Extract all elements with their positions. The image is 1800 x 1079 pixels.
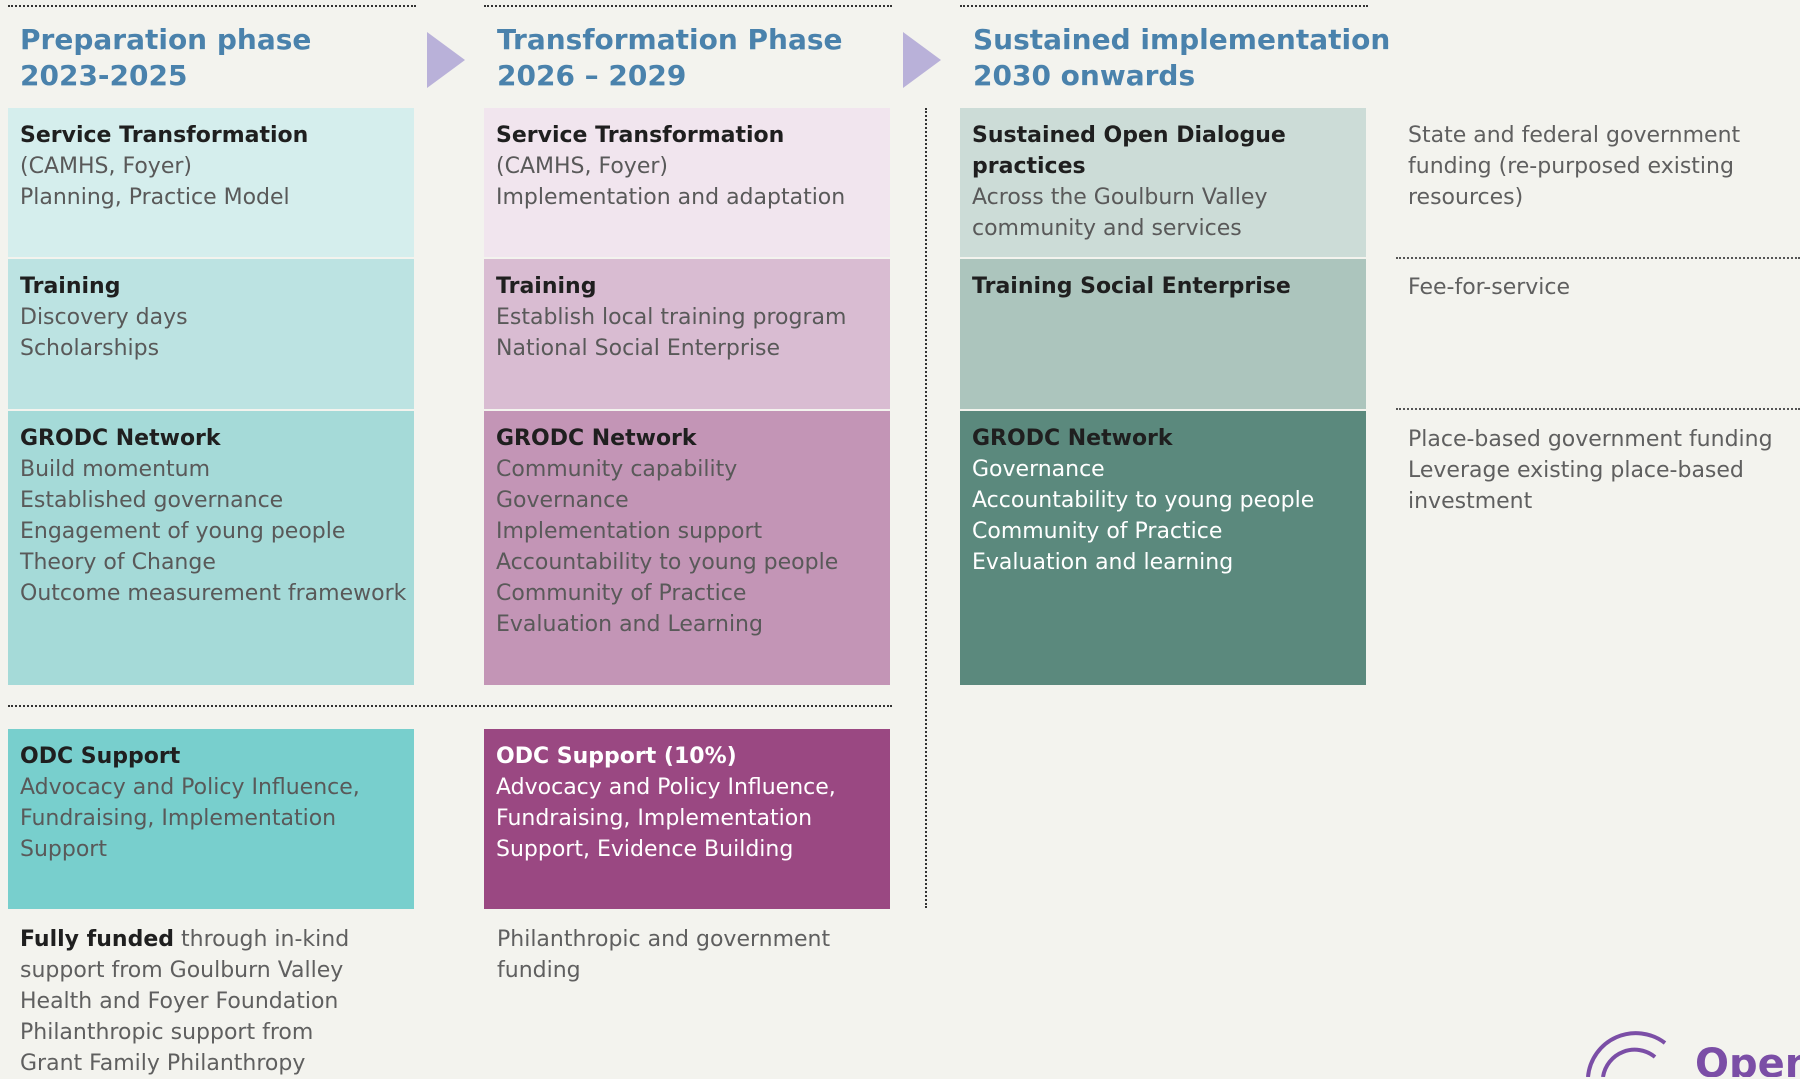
logo-text: Open bbox=[1695, 1041, 1800, 1077]
box-line: Community capability bbox=[496, 457, 738, 482]
funding-note-network: Place-based government funding Leverage … bbox=[1408, 427, 1773, 514]
prep-training-box: Training Discovery days Scholarships bbox=[8, 259, 414, 409]
box-line: Build momentum bbox=[20, 457, 211, 482]
box-title: practices bbox=[972, 154, 1086, 179]
top-divider-transformation bbox=[484, 5, 892, 7]
box-line: Community of Practice bbox=[972, 519, 1223, 544]
open-dialogue-logo: Open bbox=[1585, 1025, 1800, 1077]
box-line: Implementation and adaptation bbox=[496, 185, 846, 210]
box-line: Evaluation and Learning bbox=[496, 612, 763, 637]
sust-training-box: Training Social Enterprise bbox=[960, 259, 1366, 409]
box-title: Training bbox=[20, 274, 121, 299]
trans-service-box: Service Transformation (CAMHS, Foyer) Im… bbox=[484, 108, 890, 257]
box-line: Implementation support bbox=[496, 519, 763, 544]
prep-funding-note: Fully funded through in-kind support fro… bbox=[20, 927, 350, 1076]
phase-arrow-icon bbox=[903, 32, 941, 88]
box-title: Service Transformation bbox=[20, 123, 309, 148]
box-line: Established governance bbox=[20, 488, 284, 513]
logo-arcs-icon: Open bbox=[1586, 1031, 1800, 1077]
box-line: Accountability to young people bbox=[496, 550, 839, 575]
odc-divider bbox=[8, 705, 892, 707]
box-line: Engagement of young people bbox=[20, 519, 346, 544]
box-line: Advocacy and Policy Influence, bbox=[20, 775, 360, 800]
top-divider-sustained bbox=[960, 5, 1368, 7]
box-line: (CAMHS, Foyer) bbox=[496, 154, 668, 179]
funding-bold: Fully funded bbox=[20, 927, 174, 952]
box-line: Governance bbox=[496, 488, 629, 513]
top-divider-preparation bbox=[8, 5, 416, 7]
box-title: GRODC Network bbox=[496, 426, 697, 451]
box-line: Discovery days bbox=[20, 305, 188, 330]
prep-service-box: Service Transformation (CAMHS, Foyer) Pl… bbox=[8, 108, 414, 257]
phase-arrow-icon bbox=[427, 32, 465, 88]
box-line: Support, Evidence Building bbox=[496, 837, 794, 862]
box-line: Fundraising, Implementation bbox=[496, 806, 813, 831]
box-line: National Social Enterprise bbox=[496, 336, 781, 361]
box-line: Fundraising, Implementation bbox=[20, 806, 337, 831]
prep-odc-box: ODC Support Advocacy and Policy Influenc… bbox=[8, 729, 414, 909]
box-line: (CAMHS, Foyer) bbox=[20, 154, 192, 179]
box-title: ODC Support (10%) bbox=[496, 744, 737, 769]
funding-note-training: Fee-for-service bbox=[1408, 275, 1571, 300]
box-title: Training bbox=[496, 274, 597, 299]
box-line: Scholarships bbox=[20, 336, 160, 361]
box-line: Governance bbox=[972, 457, 1105, 482]
funding-divider bbox=[1396, 408, 1800, 410]
trans-funding-note: Philanthropic and government funding bbox=[497, 927, 831, 983]
box-line: Advocacy and Policy Influence, bbox=[496, 775, 836, 800]
box-title: GRODC Network bbox=[20, 426, 221, 451]
phase-vertical-divider bbox=[925, 108, 927, 908]
box-title: Training Social Enterprise bbox=[972, 274, 1291, 299]
box-title: Service Transformation bbox=[496, 123, 785, 148]
box-line: Support bbox=[20, 837, 107, 862]
box-title: GRODC Network bbox=[972, 426, 1173, 451]
box-title: ODC Support bbox=[20, 744, 181, 769]
box-line: Evaluation and learning bbox=[972, 550, 1234, 575]
box-line: Accountability to young people bbox=[972, 488, 1315, 513]
funding-first-rest: through in-kind bbox=[174, 927, 350, 952]
funding-note-service: State and federal government funding (re… bbox=[1408, 123, 1741, 210]
box-line: Community of Practice bbox=[496, 581, 747, 606]
funding-divider bbox=[1396, 257, 1800, 259]
sust-service-box: Sustained Open Dialogue practices Across… bbox=[960, 108, 1366, 257]
sust-network-box: GRODC Network Governance Accountability … bbox=[960, 411, 1366, 685]
trans-training-box: Training Establish local training progra… bbox=[484, 259, 890, 409]
box-line: Outcome measurement framework bbox=[20, 581, 407, 606]
box-line: Theory of Change bbox=[20, 550, 216, 575]
trans-odc-box: ODC Support (10%) Advocacy and Policy In… bbox=[484, 729, 890, 909]
box-title: Sustained Open Dialogue bbox=[972, 123, 1286, 148]
box-line: community and services bbox=[972, 216, 1242, 241]
box-line: Across the Goulburn Valley bbox=[972, 185, 1268, 210]
prep-network-box: GRODC Network Build momentum Established… bbox=[8, 411, 414, 685]
trans-network-box: GRODC Network Community capability Gover… bbox=[484, 411, 890, 685]
box-line: Establish local training program bbox=[496, 305, 847, 330]
box-line: Planning, Practice Model bbox=[20, 185, 290, 210]
